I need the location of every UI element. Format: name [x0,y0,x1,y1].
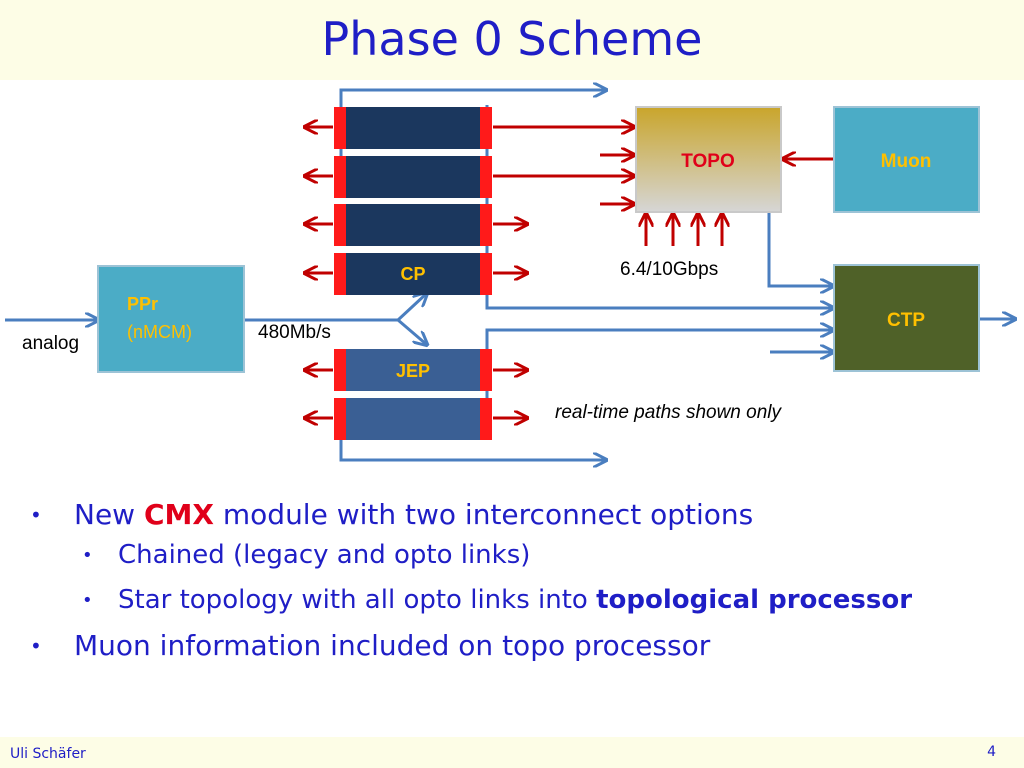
cp-label: CP [400,264,425,284]
bullet-text: Muon information included on topo proces… [74,629,711,662]
analog-label: analog [22,333,79,354]
cp-module [340,204,486,246]
cp-module [340,253,486,295]
cmx-cap [334,398,346,440]
note-label: real-time paths shown only [555,402,782,423]
ppr-sublabel: (nMCM) [127,322,192,342]
sub-bullet-item: • Chained (legacy and opto links) [30,538,990,573]
cp-module [340,156,486,198]
cmx-cap [334,156,346,198]
muon-box [833,106,980,213]
footer-band [0,737,1024,768]
bullet-text: New [74,498,144,531]
bullet-text: Star topology with all opto links into [118,585,597,615]
bullet-text: Chained (legacy and opto links) [118,540,531,570]
ctp-box [833,264,980,372]
cmx-cap [480,156,492,198]
cmx-cap [334,349,346,391]
ppr-to-jep-arrow [397,318,426,344]
cmx-cap [334,253,346,295]
bullet-list: • New CMX module with two interconnect o… [30,493,990,668]
jep-module [340,398,486,440]
rate-topo-label: 6.4/10Gbps [620,259,718,280]
bullet-item: • Muon information included on topo proc… [30,624,990,668]
cmx-highlight: CMX [143,498,214,531]
cp-module [340,107,486,149]
ppr-to-cp-arrow [396,294,426,322]
cmx-cap [334,204,346,246]
muon-label: Muon [881,151,932,172]
bullet-dot-icon: • [30,634,42,658]
jep-label: JEP [396,361,430,381]
cp-crate [340,107,486,295]
title-band [0,0,1024,80]
footer-author: Uli Schäfer [10,746,86,762]
page-number: 4 [987,744,996,760]
ctp-label: CTP [887,310,925,331]
ppr-label: PPr [127,294,158,314]
rate-480-label: 480Mb/s [258,322,331,343]
bullet-dot-icon: • [82,590,93,611]
topo-box [635,106,782,213]
cmx-cap [480,253,492,295]
ppr-box [97,265,245,373]
red-links [306,127,833,418]
jep-module [340,349,486,391]
cmx-cap [480,349,492,391]
cmx-cap [334,107,346,149]
topo-ctp-link [767,212,832,286]
sub-bullet-item: • Star topology with all opto links into… [30,583,990,618]
cmx-cap [480,107,492,149]
bullet-item: • New CMX module with two interconnect o… [30,493,990,537]
cmx-caps [334,107,492,440]
bullet-text: module with two interconnect options [213,498,754,531]
bullet-dot-icon: • [30,503,42,527]
cmx-cap [480,204,492,246]
topo-highlight: topological processor [596,585,913,615]
topo-label: TOPO [681,151,735,172]
cmx-cap [480,398,492,440]
slide-title: Phase 0 Scheme [321,12,703,66]
bullet-dot-icon: • [82,545,93,566]
jep-chain-link [485,330,832,400]
jep-crate [340,349,486,440]
